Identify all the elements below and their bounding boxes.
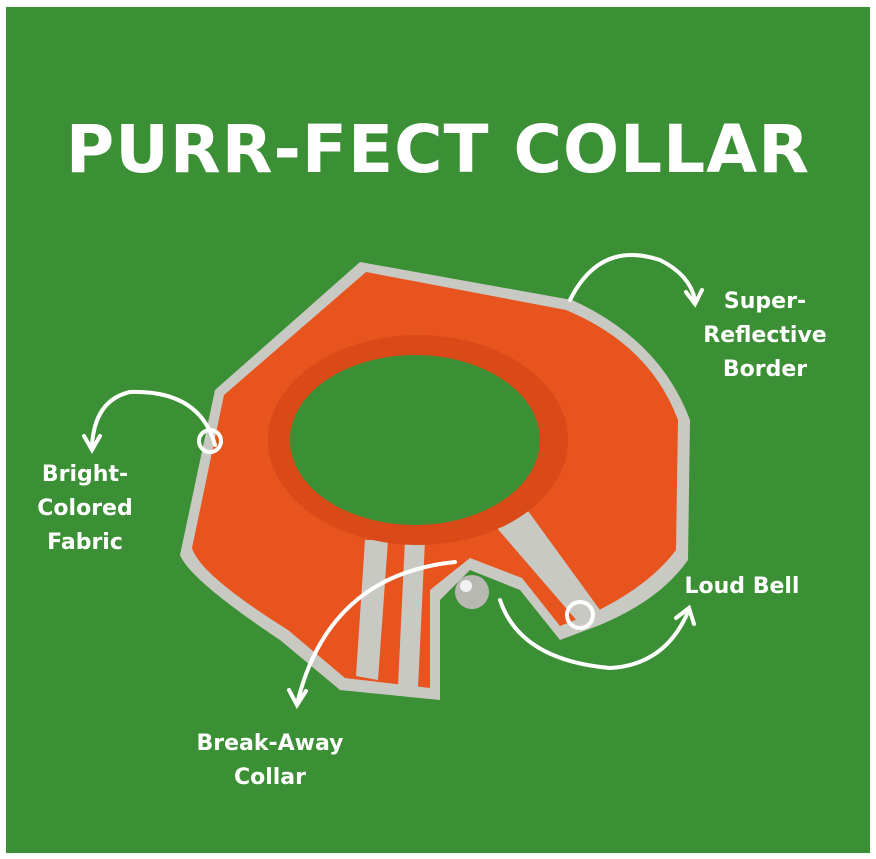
arrow-breakaway-icon	[296, 560, 457, 702]
label-bright-fabric: Bright- Colored Fabric	[37, 462, 133, 555]
arrows	[82, 253, 704, 709]
arrow-fabric-icon	[90, 389, 217, 447]
arrow-bell-icon	[498, 598, 690, 671]
collar-image	[180, 262, 690, 700]
page-title: PURR-FECT COLLAR	[65, 111, 811, 188]
arrow-reflective-icon	[568, 253, 697, 302]
label-reflective-border: Super- Reflective Border	[703, 289, 827, 382]
label-breakaway-collar: Break-Away Collar	[196, 731, 344, 790]
label-loud-bell: Loud Bell	[684, 574, 800, 599]
arrowhead-icon	[684, 288, 704, 308]
bell-icon	[455, 575, 489, 609]
